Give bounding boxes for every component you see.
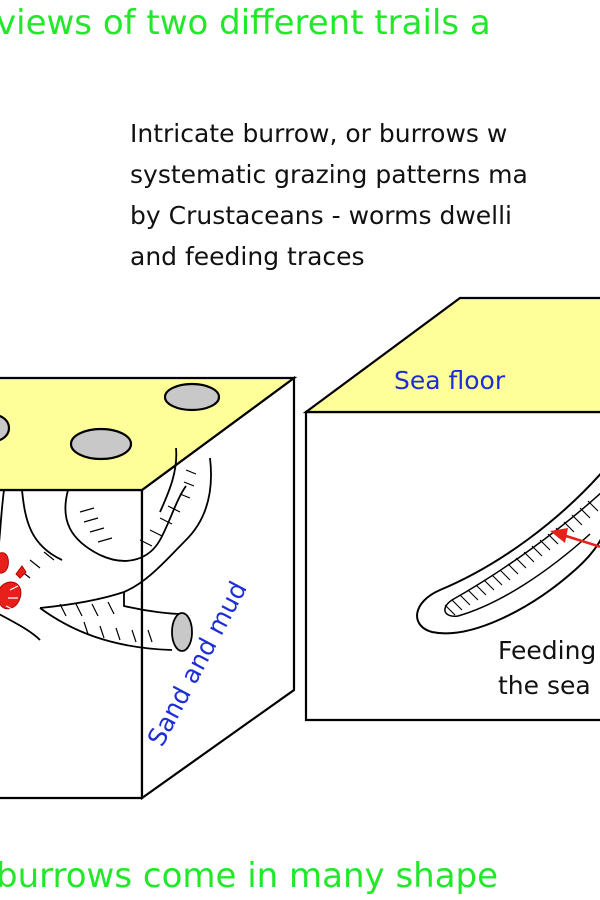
feeding-label-line-2: the sea bbox=[498, 671, 591, 700]
feeding-trail bbox=[416, 472, 600, 635]
burrow-annulations bbox=[19, 469, 197, 643]
sea-floor-block: Sea floor Feeding the sea bbox=[302, 296, 600, 722]
description-line-1: Intricate burrow, or burrows w bbox=[130, 119, 507, 148]
sea-floor-block-top-face bbox=[302, 296, 600, 414]
description-line-4: and feeding traces bbox=[130, 242, 365, 271]
feeding-trail-ribs bbox=[444, 500, 599, 616]
burrow-opening-3 bbox=[0, 414, 11, 442]
feeding-label-line-1: Feeding bbox=[498, 636, 596, 665]
burrow-opening-1 bbox=[163, 382, 221, 412]
top-title: views of two different trails a bbox=[0, 3, 491, 43]
sea-floor-label: Sea floor bbox=[394, 366, 506, 395]
burrow-tubes bbox=[0, 447, 212, 652]
feeding-trace-arrow bbox=[550, 528, 600, 549]
burrow-opening-2 bbox=[69, 427, 133, 461]
description-line-2: systematic grazing patterns ma bbox=[130, 160, 528, 189]
crustacean-icon bbox=[0, 552, 27, 611]
description-line-3: by Crustaceans - worms dwelli bbox=[130, 201, 512, 230]
burrow-block: Sand and mud bbox=[0, 375, 298, 801]
bottom-title: burrows come in many shape bbox=[0, 856, 498, 896]
burrow-block-top-face bbox=[0, 376, 298, 492]
